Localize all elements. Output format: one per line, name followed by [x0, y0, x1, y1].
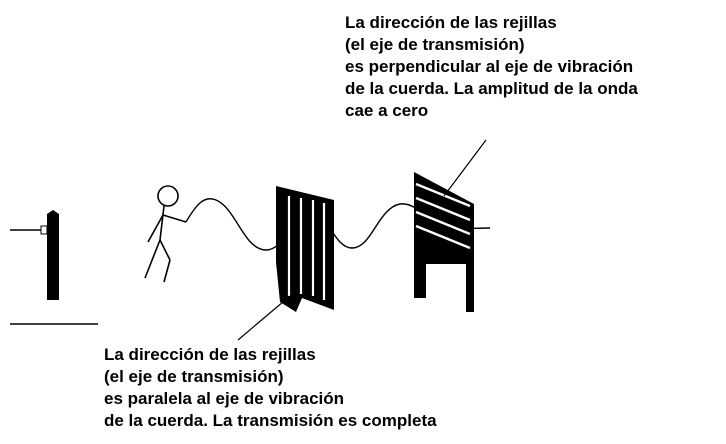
caption-parallel: La dirección de las rejillas (el eje de … [104, 344, 437, 432]
caption-perpendicular: La dirección de las rejillas (el eje de … [345, 12, 638, 122]
stick-figure [144, 185, 187, 283]
caption-bottom-line: La dirección de las rejillas [104, 345, 316, 364]
caption-top-line: cae a cero [345, 101, 429, 120]
caption-top-line: es perpendicular al eje de vibración [345, 57, 634, 76]
caption-bottom-line: de la cuerda. La transmisión es completa [104, 411, 437, 430]
caption-top-line: La dirección de las rejillas [345, 13, 557, 32]
caption-bottom-line: (el eje de transmisión) [104, 367, 284, 386]
caption-top-line: de la cuerda. La amplitud de la onda [345, 79, 638, 98]
vertical-grating [276, 186, 334, 312]
horizontal-grating [414, 172, 474, 312]
caption-bottom-line: es paralela al eje de vibración [104, 389, 345, 408]
caption-top-line: (el eje de transmisión) [345, 35, 525, 54]
wall-post [10, 210, 59, 300]
pointer-bottom [237, 295, 291, 341]
pointer-top [443, 139, 487, 197]
